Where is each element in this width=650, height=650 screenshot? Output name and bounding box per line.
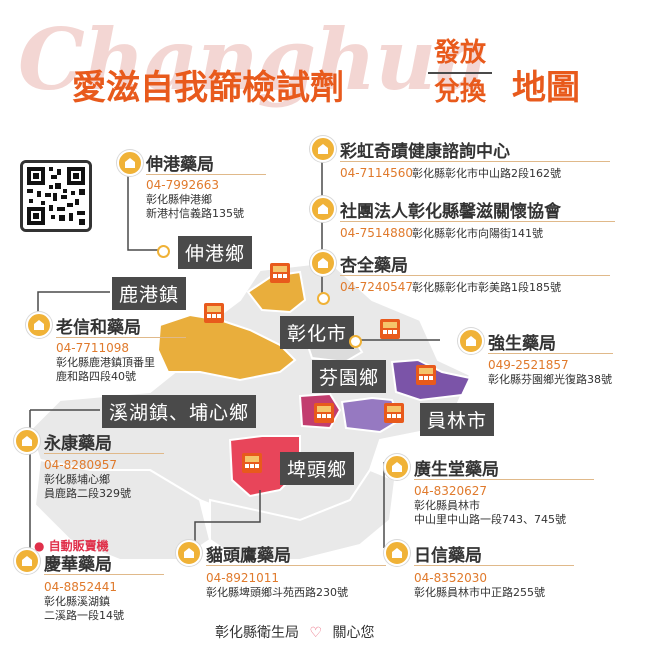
poster-title: 愛滋自我篩檢試劑 [72,68,344,108]
pharmacy-pin-icon [117,150,143,176]
location-address: 彰化縣彰化市中山路2段162號 [412,167,561,180]
location-name: 老信和藥局 [56,318,141,338]
district-label-yuanlin: 員林市 [420,403,495,436]
title-stack: 發放 兌換 [424,37,496,109]
location-address: 彰化縣埤頭鄉斗苑西路230號 [206,586,348,599]
location-name: 永康藥局 [44,434,112,454]
district-label-pitou: 埤頭鄉 [280,452,355,485]
location-name: 社團法人彰化縣馨滋關懷協會 [340,202,561,222]
divider [340,161,610,162]
location-name: 貓頭鷹藥局 [206,546,291,566]
heart-icon: ♡ [309,625,323,641]
building-icon [204,303,224,323]
divider [44,453,164,454]
location-name: 伸港藥局 [146,155,214,175]
district-label-changhua: 彰化市 [280,316,355,349]
district-label-fenyuan: 芬園鄉 [312,360,387,393]
location-phone[interactable]: 04-8280957 [44,458,118,472]
building-icon [242,453,262,473]
district-label-shengang: 伸港鄉 [178,236,253,269]
pharmacy-pin-icon [384,454,410,480]
divider [44,574,164,575]
pharmacy-pin-icon [458,328,484,354]
qr-code-graphic [23,163,89,229]
divider [340,275,610,276]
location-address: 彰化縣溪湖鎮 二溪路一段14號 [44,595,124,622]
district-label-lukang: 鹿港鎮 [112,277,187,310]
divider [206,565,386,566]
location-phone[interactable]: 04-8352030 [414,571,488,585]
location-address: 彰化縣鹿港鎮頂番里 鹿和路四段40號 [56,356,155,383]
location-name: 日信藥局 [414,546,482,566]
pharmacy-pin-icon [310,136,336,162]
footer: 彰化縣衛生局 ♡ 關心您 [215,622,374,642]
building-icon [270,263,290,283]
pharmacy-pin-icon [310,196,336,222]
pharmacy-pin-icon [176,540,202,566]
pharmacy-pin-icon [14,428,40,454]
vending-machine-label: 自動販賣機 [48,539,109,553]
district-label-xihu-puxin: 溪湖鎮、埔心鄉 [102,395,257,428]
location-name: 廣生堂藥局 [414,460,499,480]
divider [146,174,266,175]
title-tail: 地圖 [512,68,580,108]
location-name: 杏全藥局 [340,256,408,276]
map-dot [349,335,362,348]
location-name: 彩虹奇蹟健康諮詢中心 [340,142,510,162]
pharmacy-pin-icon [310,250,336,276]
title-stack-top: 發放 [433,38,486,68]
location-phone[interactable]: 04-7240547 [340,280,414,294]
location-phone[interactable]: 04-7992663 [146,178,220,192]
location-name: 強生藥局 [488,334,556,354]
location-address: 彰化縣彰化市彰美路1段185號 [412,281,561,294]
footer-slogan: 關心您 [332,625,375,641]
title-stack-bottom: 兌換 [433,77,486,107]
location-phone[interactable]: 04-7114560 [340,166,414,180]
location-address: 彰化縣員林市中正路255號 [414,586,545,599]
watermark: Changhua [18,10,490,109]
location-address: 彰化縣彰化市向陽街141號 [412,227,543,240]
location-phone[interactable]: 04-8320627 [414,484,488,498]
location-address: 彰化縣埔心鄉 員鹿路二段329號 [44,473,131,500]
divider [56,337,186,338]
building-icon [380,319,400,339]
location-name: 慶華藥局 [44,555,112,575]
location-phone[interactable]: 049-2521857 [488,358,569,372]
location-phone[interactable]: 04-7514880 [340,226,414,240]
qr-code[interactable] [20,160,92,232]
location-phone[interactable]: 04-7711098 [56,341,130,355]
building-icon [314,403,334,423]
pharmacy-pin-icon [26,312,52,338]
vending-machine-badge: ● 自動販賣機 [34,539,109,553]
footer-org: 彰化縣衛生局 [215,625,299,641]
divider [414,565,574,566]
pharmacy-pin-icon [14,548,40,574]
building-icon [384,403,404,423]
county-base [28,260,472,561]
pharmacy-pin-icon [384,540,410,566]
map-dot [317,292,330,305]
title-divider [428,72,492,74]
location-address: 彰化縣芬園鄉光復路38號 [488,373,612,386]
divider [488,353,613,354]
location-address: 彰化縣員林市 中山里中山路一段743、745號 [414,499,566,526]
location-phone[interactable]: 04-8852441 [44,580,118,594]
region-south [209,468,397,561]
map-dot [157,245,170,258]
location-phone[interactable]: 04-8921011 [206,571,280,585]
location-address: 彰化縣伸港鄉 新港村信義路135號 [146,193,244,220]
divider [340,221,615,222]
divider [414,479,594,480]
building-icon [416,365,436,385]
